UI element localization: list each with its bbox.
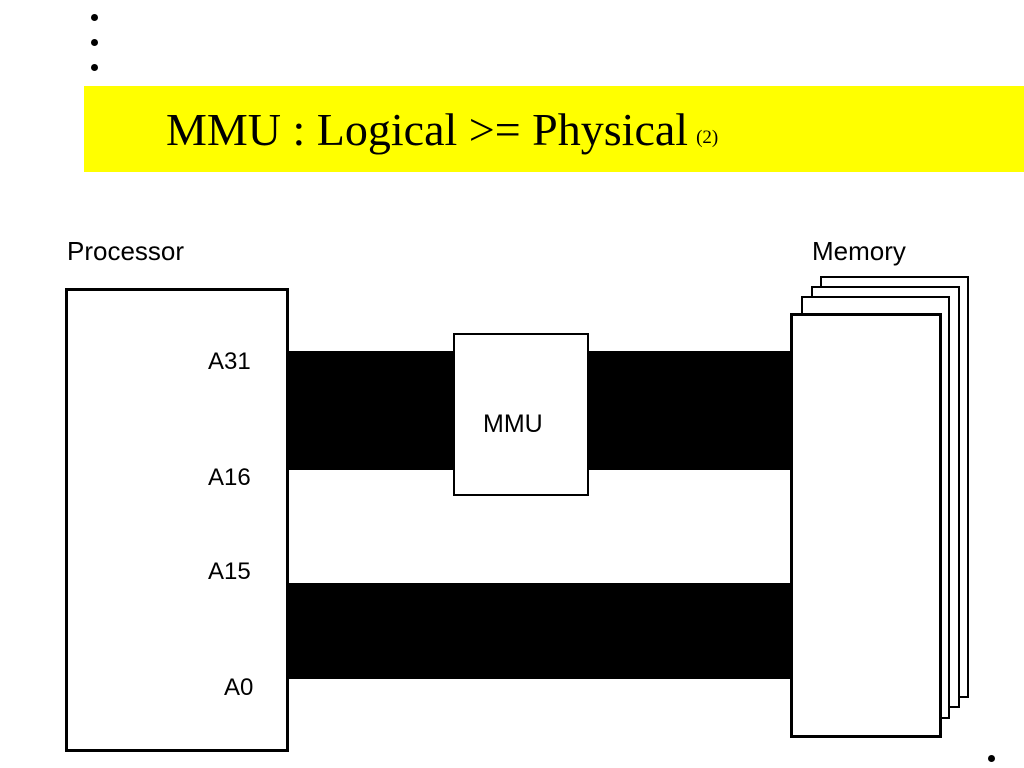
slide-title-suffix: (2) xyxy=(696,127,719,148)
lower-address-bus xyxy=(285,583,795,679)
processor-box: A31 A16 A15 A0 xyxy=(65,288,289,752)
bullet-dot-2 xyxy=(91,39,98,46)
mmu-label: MMU xyxy=(483,410,543,438)
bullet-dot-4 xyxy=(988,755,995,762)
address-line-a16: A16 xyxy=(208,464,251,491)
memory-label: Memory xyxy=(812,236,906,266)
memory-box xyxy=(790,313,942,738)
bullet-dot-1 xyxy=(91,14,98,21)
bullet-dot-3 xyxy=(91,64,98,71)
address-line-a15: A15 xyxy=(208,558,251,585)
processor-label: Processor xyxy=(67,236,185,266)
title-bar: MMU : Logical >= Physical (2) xyxy=(84,86,1024,172)
address-line-a0: A0 xyxy=(224,674,254,701)
slide-title-main: MMU : Logical >= Physical xyxy=(166,104,689,155)
mmu-box: MMU xyxy=(453,333,589,496)
slide-title: MMU : Logical >= Physical (2) xyxy=(166,104,718,164)
address-line-a31: A31 xyxy=(208,348,251,375)
